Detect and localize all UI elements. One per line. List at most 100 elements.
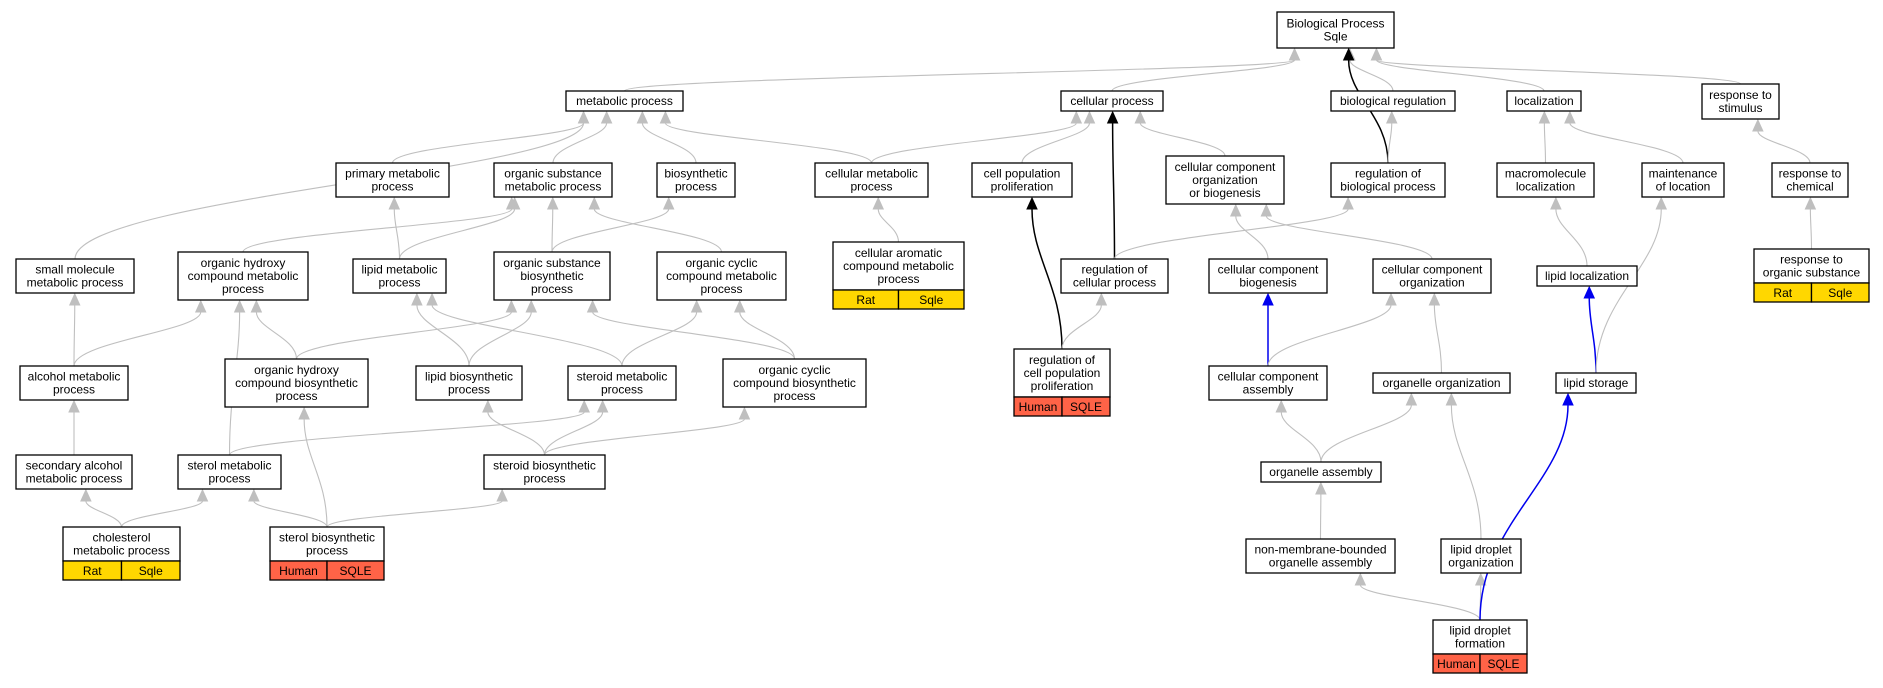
arrowhead-ld_form-to-ld_org (1474, 572, 1487, 586)
node-label-line: sterol biosynthetic (279, 531, 375, 545)
node-metabolic[interactable]: metabolic process (565, 90, 684, 112)
species-badge-label: SQLE (1487, 657, 1519, 671)
arrowhead-ld_form-to-lipid_storage (1562, 392, 1574, 406)
node-label-line: process (877, 272, 919, 286)
node-label-line: stimulus (1718, 101, 1762, 115)
edge-bioreg-to-bp (1349, 59, 1394, 92)
node-label-line: process (371, 180, 413, 194)
node-bioreg[interactable]: biological regulation (1330, 90, 1456, 112)
node-box (1330, 162, 1446, 198)
arrowhead-resp_chem-to-response_stim (1752, 118, 1764, 132)
edge-lipid_bio-to-lipid_met (416, 304, 470, 367)
node-label-line: organic hydroxy (201, 256, 286, 270)
node-label-line: process (601, 383, 643, 397)
edges-layer (68, 47, 1817, 621)
edge-steroid_met-to-org_cyclic_met (621, 311, 698, 367)
node-label-line: Biological Process (1286, 17, 1384, 31)
arrowhead-steroid_bio-to-steroid_met (596, 399, 609, 413)
edge-lipid_storage-to-maint_loc (1595, 208, 1662, 374)
node-label-line: process (378, 276, 420, 290)
arrowhead-cell_met-to-cellular (1070, 110, 1083, 124)
arrowhead-org_hydroxy_met-to-org_sub_met (505, 196, 518, 210)
edge-reg_cell_pop-to-cell_pop_prolif (1031, 208, 1063, 350)
arrowhead-response_stim-to-bp (1370, 47, 1383, 61)
arrowhead-nonmem-to-organelle_assembly (1315, 481, 1327, 495)
node-label-line: maintenance (1649, 167, 1718, 181)
node-lipid_storage[interactable]: lipid storage (1555, 372, 1637, 394)
arrowhead-cc_biogen-to-ccob (1229, 203, 1242, 217)
species-badge-label: Sqle (919, 293, 943, 307)
node-label-line: proliferation (991, 180, 1054, 194)
node-label-line: Sqle (1323, 30, 1347, 44)
arrowhead-maint_loc-to-localization (1564, 110, 1576, 124)
arrowhead-lipid_met-to-primary_met (388, 196, 401, 210)
edge-steroid_bio-to-steroid_met (543, 411, 604, 456)
node-localization[interactable]: localization (1506, 90, 1582, 112)
node-label-line: primary metabolic (345, 167, 440, 181)
arrowhead-reg_cell_pop-to-cell_pop_prolif (1026, 196, 1038, 210)
node-label-line: macromolecule (1505, 167, 1587, 181)
arrowhead-ccob-to-cellular (1134, 110, 1147, 124)
species-badge (326, 560, 385, 581)
node-label-line: process (275, 389, 317, 403)
node-label-line: lipid metabolic (361, 263, 437, 277)
node-box (1701, 83, 1780, 120)
edge-reg_cell-to-cellular (1111, 122, 1116, 260)
node-label-line: organic hydroxy (254, 363, 339, 377)
edge-cell_arom-to-cell_met (877, 208, 900, 243)
node-organelle_assembly[interactable]: organelle assembly (1260, 461, 1382, 483)
edge-cc_org-to-ccob (1265, 215, 1433, 260)
node-box (565, 90, 684, 112)
node-label-line: process (675, 180, 717, 194)
edge-steroid_bio-to-lipid_bio (487, 411, 546, 456)
node-cellular[interactable]: cellular process (1060, 90, 1164, 112)
edge-sterol_bio-to-sterol_met (253, 500, 328, 528)
node-label-line: compound biosynthetic (235, 376, 358, 390)
edge-alcohol_met-to-small_mol (73, 304, 76, 367)
node-label-line: process (208, 472, 250, 486)
node-label-line: organelle assembly (1269, 556, 1372, 570)
node-box (62, 526, 181, 562)
node-organelle_org[interactable]: organelle organization (1372, 372, 1511, 394)
node-lipid_loc[interactable]: lipid localization (1536, 265, 1638, 287)
node-label-line: assembly (1243, 383, 1294, 397)
edge-org_hydroxy_bio-to-org_sub_bio (295, 311, 512, 360)
